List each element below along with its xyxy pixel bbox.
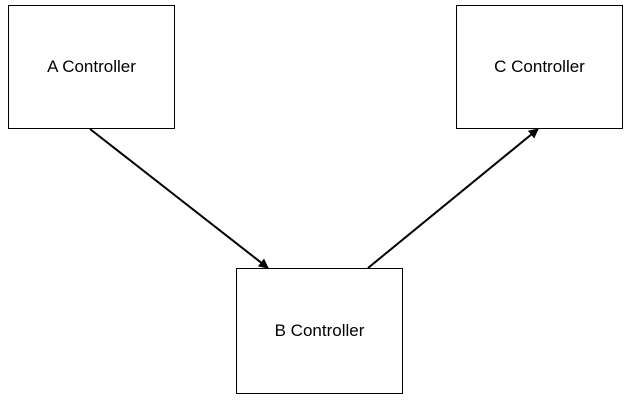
node-c-label: C Controller [494, 57, 585, 76]
node-a-label: A Controller [47, 57, 136, 76]
arrow-b-to-c [367, 128, 539, 269]
node-a-controller[interactable]: A Controller [8, 5, 175, 129]
node-c-controller[interactable]: C Controller [456, 5, 623, 129]
arrow-a-to-b [89, 128, 269, 269]
node-b-label: B Controller [274, 321, 365, 340]
node-b-controller[interactable]: B Controller [236, 268, 403, 394]
